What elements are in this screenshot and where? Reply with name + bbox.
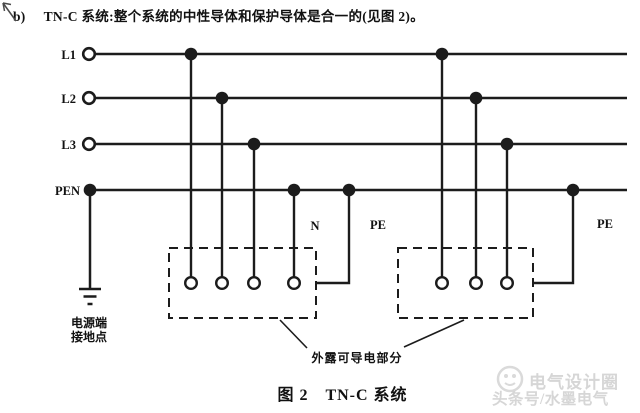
exposed-part-box-right [397,247,534,319]
leader-lines [279,319,465,349]
exposed-part-label: 外露可导电部分 [311,350,402,365]
label-l2: L2 [61,92,76,106]
watermark-account: 头条号/水墨电气 [492,391,609,408]
label-pe-right: PE [597,217,613,231]
heading-text: TN-C 系统:整个系统的中性导体和保护导体是合一的(见图 2)。 [43,9,424,24]
terminal-l2-source [81,90,97,106]
label-l1: L1 [61,48,76,62]
terminal-l1-source [81,46,97,62]
cursor-arrow-icon [2,2,17,22]
terminal-l3-source [81,136,97,152]
bus-source-terminals [81,46,97,197]
equipment-terminals [183,276,515,291]
figure-caption: 图 2 TN-C 系统 [277,387,408,404]
earth-label-line2: 接地点 [71,329,107,344]
exposed-part-box-left [168,247,317,319]
label-pen: PEN [55,184,80,198]
watermark-brand: 电气设计圈 [529,373,619,392]
drops-left [189,54,351,285]
junction-dots [184,47,580,197]
earth-symbol [79,190,101,306]
label-l3: L3 [61,138,76,152]
watermark: 电气设计圈 头条号/水墨电气 [486,360,636,410]
label-n: N [310,219,319,233]
label-pe-left: PE [370,218,386,232]
earth-label-line1: 电源端 [71,315,107,330]
watermark-logo-icon [496,365,524,393]
pe-elbow-left [316,190,351,285]
bus-lines [90,52,627,192]
pe-elbow-right [533,190,575,285]
